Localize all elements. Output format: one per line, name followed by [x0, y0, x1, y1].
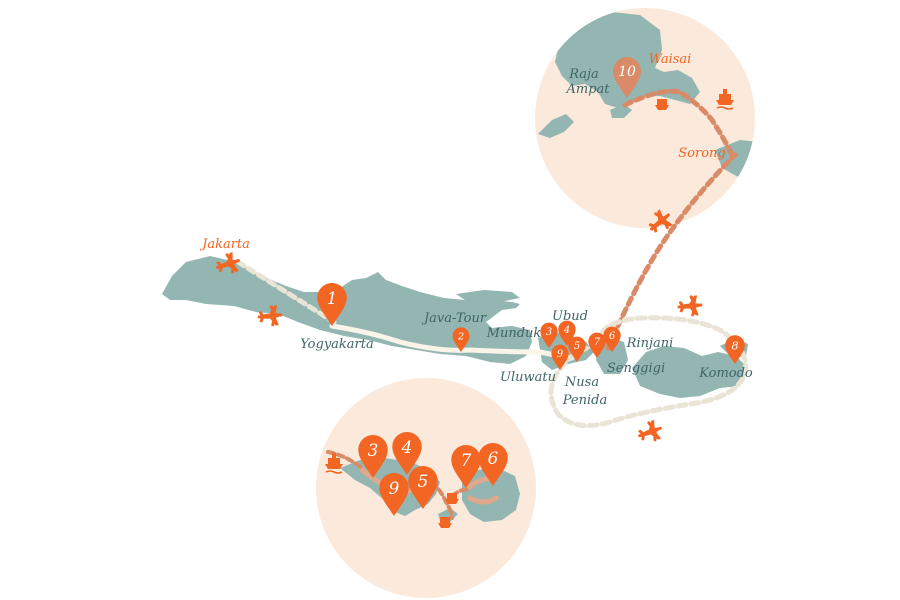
java-island: [162, 256, 532, 364]
label-raja: Raja: [568, 67, 599, 82]
pin-marker: [317, 282, 347, 326]
pin-number: 9: [557, 349, 563, 360]
label-ampat: Ampat: [565, 82, 610, 97]
java-land-route: [329, 323, 575, 361]
pin-marker: [451, 444, 481, 488]
pin-number: 5: [574, 341, 580, 352]
pin-uluwatu[interactable]: 9: [379, 472, 409, 516]
pin-number: 2: [457, 331, 464, 342]
pin-number: 3: [368, 440, 379, 460]
label-senggigi: Senggigi: [607, 361, 665, 376]
pin-senggigi[interactable]: 7: [588, 332, 606, 358]
pin-number: 5: [418, 471, 429, 491]
pin-munduk[interactable]: 3: [540, 322, 558, 348]
pin-marker: [379, 472, 409, 516]
label-rinjani: Rinjani: [626, 336, 674, 351]
pin-marker: [408, 465, 438, 509]
sea-route-loop: [548, 315, 748, 429]
islet-west: [538, 114, 574, 138]
boat-icon: [655, 99, 669, 110]
pin-raja-ampat-marker: [613, 57, 641, 98]
label-jakarta: Jakarta: [199, 237, 250, 252]
pin-number: 7: [594, 337, 601, 348]
pin-marker: [478, 442, 508, 486]
sumbawa-island: [632, 346, 748, 398]
pin-senggigi[interactable]: 7: [451, 444, 481, 488]
pin-marker: [540, 322, 558, 348]
pin-raja-ampat[interactable]: 10: [613, 57, 641, 98]
label-komodo: Komodo: [698, 366, 753, 381]
pin-uluwatu[interactable]: 9: [551, 344, 569, 370]
inset-boat-icon-2: [438, 517, 452, 528]
pin-marker: [452, 327, 470, 352]
pin-number: 9: [389, 478, 400, 498]
pin-marker: [568, 336, 586, 362]
pin-number: 10: [618, 64, 636, 80]
raja-ampat-inset: 10 Raja Ampat Waisai Sorong: [535, 8, 755, 228]
islet-south: [610, 104, 632, 118]
label-yogyakarta: Yogyakarta: [300, 337, 374, 352]
airplane-icon-south: [634, 417, 666, 447]
pin-nusa-penida[interactable]: 5: [408, 465, 438, 509]
label-sorong: Sorong: [678, 146, 725, 161]
pin-number: 6: [488, 448, 499, 468]
label-ubud: Ubud: [552, 309, 588, 324]
pin-number: 4: [563, 325, 570, 336]
madura-island: [456, 290, 520, 302]
label-uluwatu: Uluwatu: [500, 370, 556, 385]
pin-nusa-penida[interactable]: 5: [568, 336, 586, 362]
flight-route-to-sorong: [605, 152, 738, 351]
label-munduk: Munduk: [486, 326, 542, 341]
pin-number: 4: [401, 437, 413, 457]
label-penida: Penida: [562, 393, 607, 408]
pin-rinjani[interactable]: 6: [603, 326, 621, 352]
ferry-icon: [716, 89, 734, 110]
pin-marker: [603, 326, 621, 352]
pin-number: 7: [461, 450, 472, 470]
pin-marker: [551, 344, 569, 370]
airplane-icon-east: [676, 293, 704, 319]
pin-number: 3: [546, 327, 552, 338]
pin-number: 6: [609, 331, 615, 342]
inset-boat-icon: [445, 493, 459, 504]
pin-yogyakarta[interactable]: 1: [317, 282, 347, 326]
inset-ferry-icon: [325, 453, 343, 474]
pin-marker: [588, 332, 606, 358]
pin-java-tour[interactable]: 2: [452, 327, 470, 352]
pin-ubud[interactable]: 4: [392, 431, 422, 475]
pin-number: 1: [327, 288, 338, 308]
label-waisai: Waisai: [649, 52, 692, 67]
pin-marker: [358, 434, 388, 478]
label-nusa: Nusa: [564, 375, 599, 390]
label-java-tour: Java-Tour: [421, 311, 487, 326]
pin-marker: [392, 431, 422, 475]
pin-marker: [558, 320, 576, 346]
pin-rinjani[interactable]: 6: [478, 442, 508, 486]
pin-komodo[interactable]: 8: [725, 335, 745, 364]
pin-marker: [725, 335, 745, 364]
pin-number: 8: [731, 339, 738, 352]
pin-munduk[interactable]: 3: [358, 434, 388, 478]
flight-route-jakarta-yogyakarta: [235, 259, 337, 325]
sea-route-raja-ampat: [622, 88, 735, 158]
pin-ubud[interactable]: 4: [558, 320, 576, 346]
